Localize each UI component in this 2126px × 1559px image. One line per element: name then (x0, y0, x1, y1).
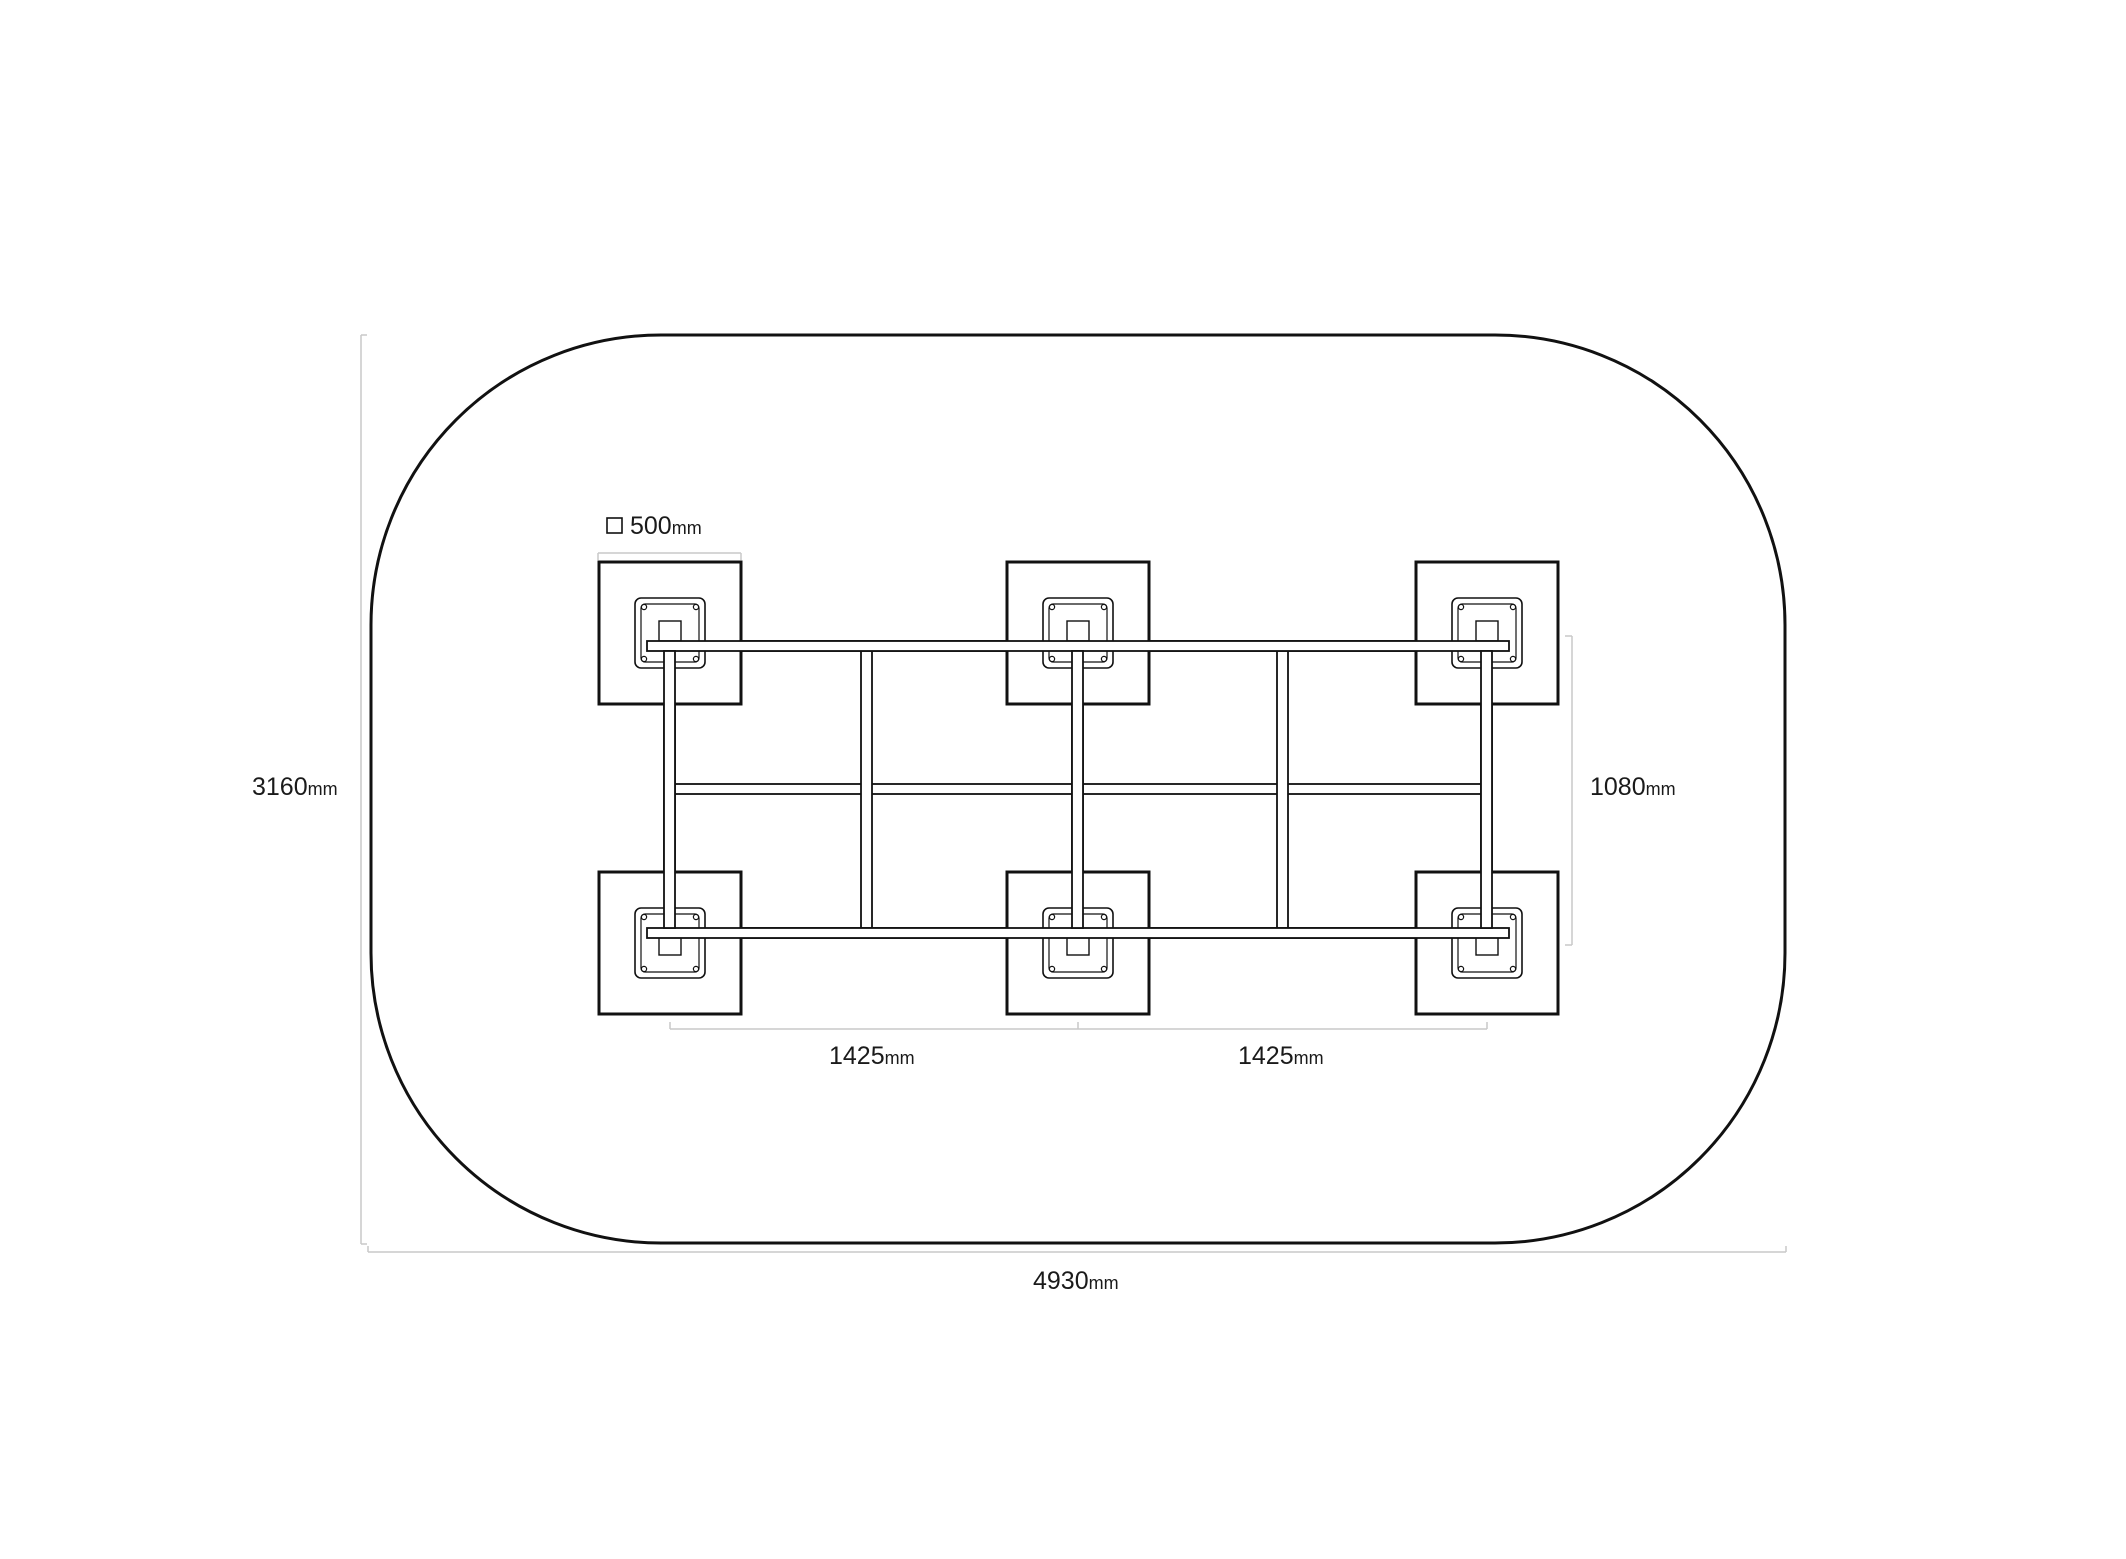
leg-spacing-left-label: 1425mm (829, 1042, 915, 1070)
square-icon (606, 517, 623, 534)
overall-width-label: 4930mm (1033, 1267, 1119, 1295)
bolt-hole (1048, 965, 1056, 973)
bolt-hole (1457, 603, 1465, 611)
table-top-outline (369, 333, 1787, 1245)
frame-rail-bottom (646, 927, 1510, 939)
bolt-hole (692, 913, 700, 921)
frame-rail-top (646, 640, 1510, 652)
leg-spacing-right-label: 1425mm (1238, 1042, 1324, 1070)
frame-leg-beam (1480, 650, 1493, 929)
bolt-hole (1048, 913, 1056, 921)
bolt-hole (1509, 965, 1517, 973)
bolt-hole (692, 965, 700, 973)
frame-cross-member (860, 650, 873, 929)
post-socket (658, 620, 682, 642)
bolt-hole (640, 655, 648, 663)
bolt-hole (1457, 655, 1465, 663)
frame-overlay (646, 640, 1510, 939)
bolt-hole (1100, 913, 1108, 921)
bolt-hole (1457, 913, 1465, 921)
base-size-label: 500mm (630, 512, 702, 540)
post-socket (1475, 620, 1499, 642)
bolt-hole (692, 603, 700, 611)
frame-cross-member (1276, 650, 1289, 929)
bolt-hole (1509, 655, 1517, 663)
overall-depth-label: 3160mm (252, 773, 338, 801)
frame-leg-beam (663, 650, 676, 929)
bolt-hole (1509, 913, 1517, 921)
bolt-hole (1100, 965, 1108, 973)
bolt-hole (1100, 655, 1108, 663)
bolt-hole (1509, 603, 1517, 611)
bolt-hole (640, 965, 648, 973)
bolt-hole (1048, 655, 1056, 663)
bolt-hole (692, 655, 700, 663)
frame-leg-beam (1071, 650, 1084, 929)
bolt-hole (640, 603, 648, 611)
dimension-labels: 500mm 3160mm 1080mm 1425mm 1425mm 4930mm (252, 512, 1676, 1295)
bolt-hole (1100, 603, 1108, 611)
bolt-hole (640, 913, 648, 921)
bolt-hole (1048, 603, 1056, 611)
bolt-hole (1457, 965, 1465, 973)
post-socket (1066, 620, 1090, 642)
frame-depth-label: 1080mm (1590, 773, 1676, 801)
dimension-lines (360, 334, 1787, 1253)
